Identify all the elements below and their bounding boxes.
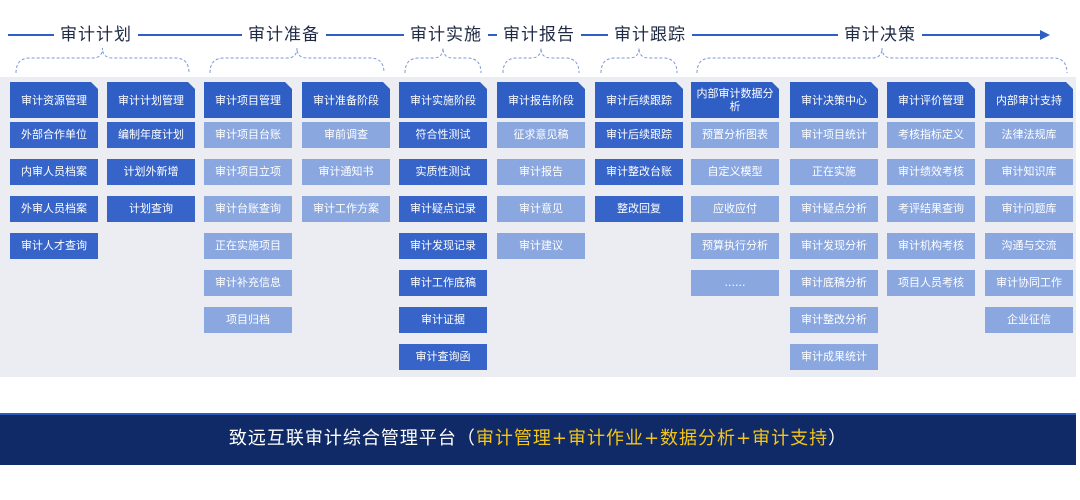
module-item: 正在实施项目	[204, 233, 292, 259]
module-item: 实质性测试	[399, 159, 487, 185]
module-header: 审计计划管理	[107, 82, 195, 118]
module-item: 审计意见	[497, 196, 585, 222]
module-item: 征求意见稿	[497, 122, 585, 148]
phase-brace	[696, 47, 1068, 74]
phase-label: 审计计划	[54, 22, 138, 48]
module-item: 内审人员档案	[10, 159, 98, 185]
module-item: 审计建议	[497, 233, 585, 259]
module-item: 审计工作方案	[302, 196, 390, 222]
module-item: 审计绩效考核	[887, 159, 975, 185]
phase-label: 审计实施	[404, 22, 488, 48]
module-item: 整改回复	[595, 196, 683, 222]
module-item: 计划外新增	[107, 159, 195, 185]
module-item: 应收应付	[691, 196, 779, 222]
module-header: 审计项目管理	[204, 82, 292, 118]
module-item: 审计项目立项	[204, 159, 292, 185]
module-item: 编制年度计划	[107, 122, 195, 148]
module-item: 法律法规库	[985, 122, 1073, 148]
module-item: 审计后续跟踪	[595, 122, 683, 148]
banner-suffix: ）	[828, 428, 848, 449]
module-item: 审计整改分析	[790, 307, 878, 333]
phase-brace	[209, 47, 385, 74]
module-header: 审计资源管理	[10, 82, 98, 118]
module-header: 审计实施阶段	[399, 82, 487, 118]
phase-label: 审计决策	[838, 22, 922, 48]
module-header: 审计准备阶段	[302, 82, 390, 118]
phase-label: 审计报告	[497, 22, 581, 48]
module-header: 内部审计支持	[985, 82, 1073, 118]
phase-brace	[15, 47, 190, 74]
phase-label: 审计准备	[242, 22, 326, 48]
module-header: 内部审计数据分析	[691, 82, 779, 118]
module-item: 自定义模型	[691, 159, 779, 185]
phase-label: 审计跟踪	[608, 22, 692, 48]
module-item: 考评结果查询	[887, 196, 975, 222]
module-item: 审计问题库	[985, 196, 1073, 222]
banner-prefix: 致远互联审计综合管理平台（	[228, 428, 476, 449]
module-item: 审计查询函	[399, 344, 487, 370]
module-item: 审计发现分析	[790, 233, 878, 259]
module-item: 审计证据	[399, 307, 487, 333]
module-item: 审计台账查询	[204, 196, 292, 222]
module-item: ......	[691, 270, 779, 296]
phase-brace	[600, 47, 678, 74]
module-item: 审计协同工作	[985, 270, 1073, 296]
module-item: 审计机构考核	[887, 233, 975, 259]
module-item: 审计人才查询	[10, 233, 98, 259]
module-item: 企业征信	[985, 307, 1073, 333]
module-header: 审计评价管理	[887, 82, 975, 118]
module-header: 审计报告阶段	[497, 82, 585, 118]
module-item: 审计底稿分析	[790, 270, 878, 296]
module-item: 审计疑点分析	[790, 196, 878, 222]
module-item: 审计发现记录	[399, 233, 487, 259]
platform-banner: 致远互联审计综合管理平台（审计管理+审计作业+数据分析+审计支持）	[0, 413, 1076, 465]
phase-brace	[502, 47, 580, 74]
timeline-arrow-icon	[1040, 30, 1050, 40]
module-item: 审计项目台账	[204, 122, 292, 148]
module-item: 审计整改台账	[595, 159, 683, 185]
module-header: 审计后续跟踪	[595, 82, 683, 118]
module-header: 审计决策中心	[790, 82, 878, 118]
module-item: 审前调查	[302, 122, 390, 148]
module-item: 沟通与交流	[985, 233, 1073, 259]
module-item: 审计项目统计	[790, 122, 878, 148]
module-item: 符合性测试	[399, 122, 487, 148]
module-item: 审计成果统计	[790, 344, 878, 370]
module-item: 审计补充信息	[204, 270, 292, 296]
module-item: 审计通知书	[302, 159, 390, 185]
module-item: 项目人员考核	[887, 270, 975, 296]
module-item: 审计工作底稿	[399, 270, 487, 296]
banner-highlight: 审计管理+审计作业+数据分析+审计支持	[475, 428, 829, 449]
phase-brace	[404, 47, 482, 74]
phase-braces	[15, 47, 1068, 74]
module-item: 计划查询	[107, 196, 195, 222]
module-item: 考核指标定义	[887, 122, 975, 148]
module-item: 外审人员档案	[10, 196, 98, 222]
module-item: 审计知识库	[985, 159, 1073, 185]
module-item: 预算执行分析	[691, 233, 779, 259]
module-item: 审计疑点记录	[399, 196, 487, 222]
module-item: 正在实施	[790, 159, 878, 185]
module-item: 预置分析图表	[691, 122, 779, 148]
module-item: 审计报告	[497, 159, 585, 185]
module-item: 外部合作单位	[10, 122, 98, 148]
module-item: 项目归档	[204, 307, 292, 333]
